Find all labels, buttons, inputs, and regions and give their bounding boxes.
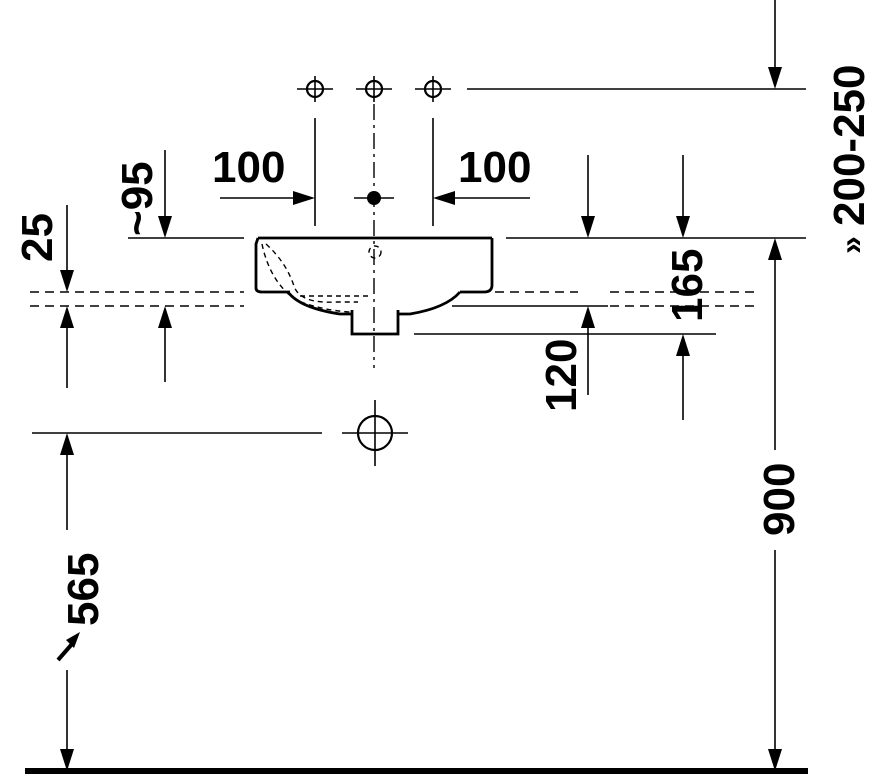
tap-hole-right-icon	[415, 76, 451, 102]
basin-outline	[254, 236, 494, 336]
dim-text-rim-height: 900	[755, 463, 804, 536]
dim-text-rim-thickness: 25	[13, 213, 62, 262]
basin-hidden-lines	[261, 243, 382, 313]
dim-text-tap-height-range: 200-250	[825, 65, 874, 226]
dim-text-tap-offset-left: 100	[212, 143, 285, 192]
waste-connection-icon	[342, 400, 408, 466]
dim-text-bowl-height: 165	[663, 249, 712, 322]
dim-text-waste-height: 565	[59, 553, 108, 626]
dim-text-tap-offset-right: 100	[458, 143, 531, 192]
dim-text-tap-depth: ~95	[113, 161, 162, 236]
approx-arrow-icon	[56, 632, 80, 662]
tap-hole-center-icon	[356, 76, 392, 102]
dim-text-overflow-height: 120	[537, 339, 586, 412]
tap-hole-basin-icon	[354, 191, 394, 205]
tap-hole-left-icon	[297, 76, 333, 102]
dim-prefix-range: »	[833, 236, 869, 254]
